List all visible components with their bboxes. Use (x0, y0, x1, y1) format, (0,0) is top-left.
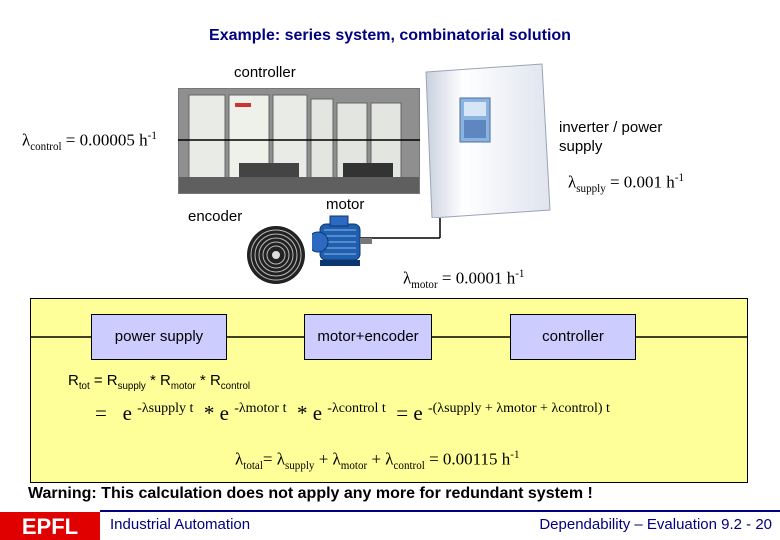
total-sub: total (243, 460, 263, 473)
eq-e2: e (219, 401, 229, 425)
block-controller: controller (510, 314, 636, 360)
footer-page-info: Dependability – Evaluation 9.2 - 20 (539, 516, 772, 533)
eq-e3: e (312, 401, 323, 425)
eq-equal2: = (396, 401, 409, 425)
footer-course: Industrial Automation (110, 516, 251, 533)
total-s1: supply (284, 460, 315, 473)
total-eq: = λ (262, 449, 285, 469)
inverter-image (422, 62, 554, 218)
rtot-r: R (68, 372, 79, 389)
lambda-total-formula: λtotal= λsupply + λmotor + λcontrol = 0.… (235, 449, 520, 472)
footer (0, 510, 780, 540)
lambda-motor: λmotor = 0.0001 h-1 (403, 268, 524, 291)
controller-image (178, 88, 420, 194)
rtot-motor-sub: motor (170, 381, 196, 392)
encoder-label: encoder (188, 208, 243, 225)
total-sup: -1 (510, 449, 520, 461)
rtot-sub: tot (78, 381, 90, 392)
logo-text: EPFL (22, 514, 78, 539)
total-lambda: λ (235, 449, 244, 469)
lambda-motor-text: = 0.0001 h (437, 268, 516, 288)
eq-equal: = (95, 401, 107, 425)
block-motor-encoder: motor+encoder (304, 314, 432, 360)
rtot-mul1: * R (145, 372, 171, 389)
eq-e4: e (413, 401, 423, 425)
lambda-supply: λsupply = 0.001 h-1 (568, 172, 684, 195)
total-value: = 0.00115 h (424, 449, 511, 469)
eq-exp1: -λsupply t (137, 401, 194, 416)
lambda-motor-sup: -1 (515, 268, 525, 280)
lambda-supply-symbol: λ (568, 172, 577, 192)
rtot-eq: = R (89, 372, 118, 389)
inverter-label-line2: supply (559, 138, 603, 155)
controller-label: controller (234, 64, 296, 81)
warning-text: Warning: This calculation does not apply… (28, 485, 593, 502)
lambda-control-symbol: λ (22, 130, 31, 150)
inverter-label-line1: inverter / power (559, 119, 663, 136)
total-s3: control (393, 460, 425, 473)
rtot-formula: Rtot = Rsupply * Rmotor * Rcontrol (68, 372, 250, 392)
footer-divider (100, 510, 780, 512)
slide-title: Example: series system, combinatorial so… (209, 27, 571, 44)
motor-label: motor (326, 196, 365, 213)
inverter-label: inverter / power supply (559, 118, 662, 156)
lambda-motor-sub: motor (411, 279, 438, 292)
total-s2: motor (340, 460, 368, 473)
rtot-control-sub: control (220, 381, 251, 392)
lambda-control-sub: control (30, 141, 62, 154)
rtot-supply-sub: supply (117, 381, 146, 392)
lambda-supply-sub: supply (576, 183, 606, 196)
eq-star1: * (203, 401, 215, 425)
lambda-control-text: = 0.00005 h (61, 130, 148, 150)
encoder-image (246, 225, 306, 285)
eq-star2: * (296, 401, 308, 425)
total-plus1: + λ (314, 449, 341, 469)
lambda-control: λcontrol = 0.00005 h-1 (22, 130, 157, 153)
lambda-supply-text: = 0.001 h (605, 172, 675, 192)
lambda-motor-symbol: λ (403, 268, 412, 288)
motor-image (312, 212, 376, 270)
epfl-logo: EPFL (0, 512, 100, 540)
lambda-supply-sup: -1 (674, 172, 685, 184)
block-power-supply: power supply (91, 314, 227, 360)
eq-e1: e (122, 401, 132, 425)
eq-exp3: -λcontrol t (327, 401, 386, 416)
block-connectors (30, 336, 748, 338)
total-plus2: + λ (367, 449, 394, 469)
lambda-control-sup: -1 (147, 130, 157, 142)
rtot-mul2: * R (195, 372, 221, 389)
eq-exp4: -(λsupply + λmotor + λcontrol) t (427, 401, 610, 416)
exponential-formula: = e -λsupply t * e -λmotor t * e -λcontr… (95, 401, 610, 426)
eq-exp2: -λmotor t (234, 401, 287, 416)
